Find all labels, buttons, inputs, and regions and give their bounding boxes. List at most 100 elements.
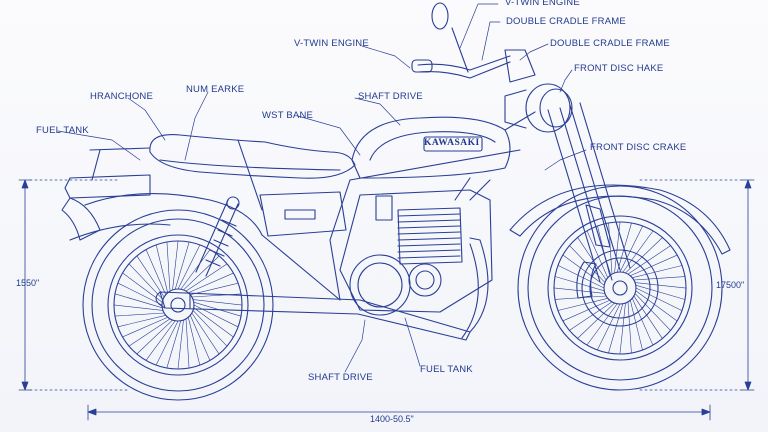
spoke [557,265,605,289]
spoke [114,312,165,317]
spoke [114,293,163,309]
spoke [117,314,167,328]
spoke [633,276,686,281]
label-double-cradle-frame-2: DOUBLE CRADLE FRAME [550,38,670,49]
spoke [627,301,632,354]
spoke [192,299,243,306]
spoke [577,237,607,281]
spoke [128,318,171,347]
engine [339,177,493,316]
spoke [622,230,654,273]
spoke [122,316,169,338]
spoke [608,222,613,275]
spoke [193,304,239,328]
spoke [136,319,173,355]
dimension-wheelbase: 1400-50.5" [370,414,414,424]
spoke [631,297,654,346]
spoke [569,301,613,331]
spoke [185,318,190,369]
spoke [608,303,624,354]
spoke [166,241,171,292]
spoke [172,240,179,291]
spoke [635,290,678,322]
spoke [177,319,184,370]
spoke [569,245,606,283]
spoke [634,282,687,289]
label-shaft-drive-top: SHAFT DRIVE [358,91,423,102]
spoke [191,312,220,355]
rear-wheel [82,209,274,401]
spoke [145,320,176,361]
label-v-twin-engine-top: V-TWIN ENGINE [505,0,580,8]
label-v-twin-engine: V-TWIN ENGINE [294,38,369,49]
spoke [189,314,211,361]
spoke [635,287,683,311]
spoke [166,320,182,369]
spoke [192,310,228,347]
spoke [174,241,190,290]
spoke [597,303,621,351]
spoke [619,225,643,273]
spoke [155,244,169,294]
label-front-disc-hake: FRONT DISC HAKE [574,63,664,74]
spoke [189,282,239,296]
spoke [128,263,164,300]
spoke [193,307,234,338]
spoke [619,302,626,355]
label-hranchone: HRANCHONE [90,91,154,102]
label-num-earke: NUM EARKE [186,84,245,95]
label-front-disc-crake: FRONT DISC CRAKE [590,142,687,153]
spoke [634,293,671,331]
spoke [180,249,211,290]
label-fuel-tank-left: FUEL TANK [36,125,89,136]
spoke [577,302,615,339]
tank-brand-logo: KAWASAKI [424,138,480,148]
spoke [113,304,164,311]
spoke [553,287,606,294]
spoke [554,276,605,292]
rear-fender [61,147,263,241]
leader-lines [57,3,587,373]
spoke [633,295,663,339]
front-forks [547,102,631,283]
spoke [177,244,201,290]
exhaust [155,237,489,341]
label-double-cradle-frame: DOUBLE CRADLE FRAME [506,16,626,27]
dimension-lines [18,179,755,421]
spoke [187,272,234,294]
spoke [629,299,643,351]
spoke [136,255,165,298]
spoke [562,254,605,286]
label-shaft-drive-bottom: SHAFT DRIVE [308,372,373,383]
handlebar [411,2,536,83]
spoke [625,237,663,274]
front-disc-brake [576,249,659,327]
spoke [631,265,683,279]
frame [261,111,536,301]
spoke [562,299,611,322]
spoke [629,254,678,277]
tank-badge [423,136,483,152]
spoke [183,255,220,291]
dimension-right-height: 17500" [716,280,745,290]
spoke [155,320,179,366]
spoke [557,297,609,311]
dimension-left-height: 1550" [16,278,40,288]
spoke [586,230,609,279]
spoke [586,303,618,346]
spoke [187,316,201,366]
side-cover [259,191,347,237]
seat [149,134,356,211]
spoke [635,284,686,300]
spoke [627,245,671,275]
headlight [504,83,573,133]
spoke [185,263,228,292]
spoke [117,282,163,306]
front-fender [509,184,731,255]
label-fuel-tank-bottom: FUEL TANK [420,364,473,375]
spoke [145,249,167,296]
front-wheel [517,185,723,391]
label-wst-bane: WST BANE [262,110,314,121]
